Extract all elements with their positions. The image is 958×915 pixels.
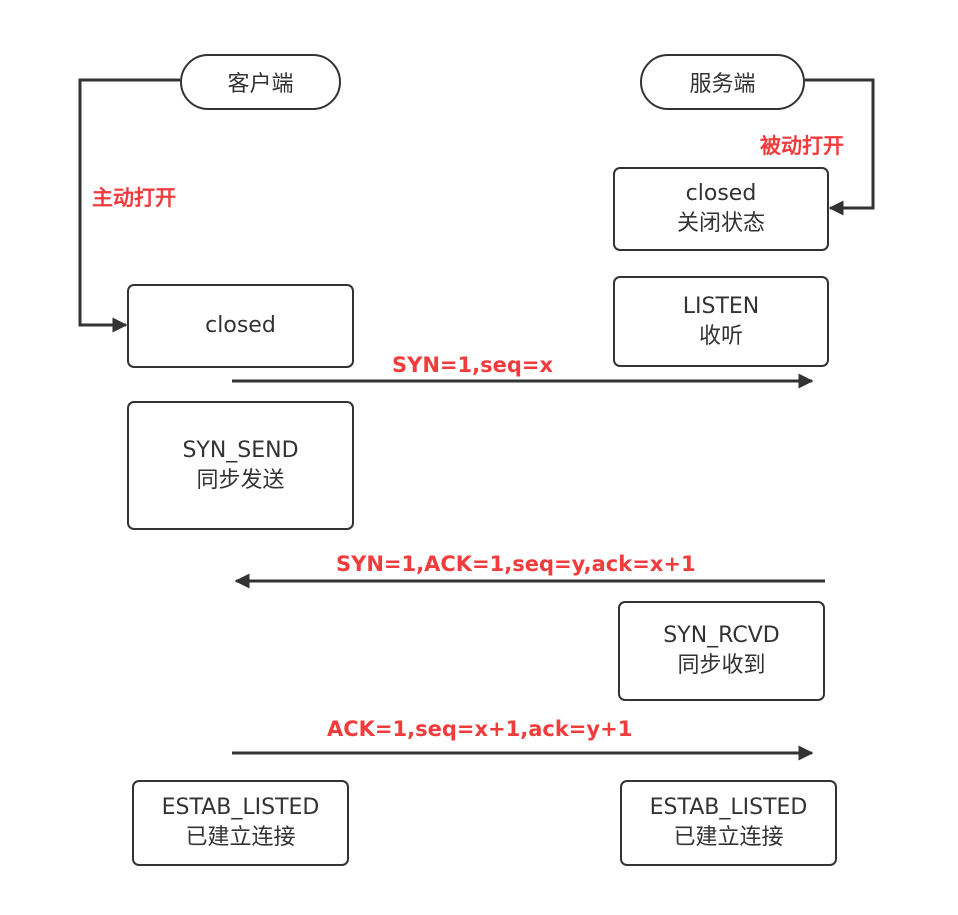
client-syn-send-line1: SYN_SEND xyxy=(182,437,299,463)
server-listen-state: LISTEN 收听 xyxy=(613,276,829,367)
client-established-line1: ESTAB_LISTED xyxy=(161,795,320,820)
client-open-arrow xyxy=(78,78,180,333)
client-closed-state: closed xyxy=(127,284,354,368)
server-syn-rcvd-state: SYN_RCVD 同步收到 xyxy=(618,601,825,701)
server-syn-rcvd-line1: SYN_RCVD xyxy=(663,623,780,648)
syn-label: SYN=1,seq=x xyxy=(392,353,554,377)
server-title: 服务端 xyxy=(640,54,805,110)
server-open-arrow xyxy=(805,78,875,216)
server-closed-line2: 关闭状态 xyxy=(676,211,765,236)
server-established-line2: 已建立连接 xyxy=(673,825,784,850)
client-established-line2: 已建立连接 xyxy=(185,825,296,850)
client-open-label: 主动打开 xyxy=(92,186,176,210)
client-closed-line1: closed xyxy=(205,313,276,338)
server-established-state: ESTAB_LISTED 已建立连接 xyxy=(620,780,837,866)
ack-label: ACK=1,seq=x+1,ack=y+1 xyxy=(327,717,633,741)
server-listen-line2: 收听 xyxy=(698,323,743,349)
server-established-line1: ESTAB_LISTED xyxy=(649,795,808,820)
server-syn-rcvd-line2: 同步收到 xyxy=(677,653,766,678)
server-title-text: 服务端 xyxy=(689,72,756,97)
server-open-label: 被动打开 xyxy=(760,134,844,158)
client-established-state: ESTAB_LISTED 已建立连接 xyxy=(132,780,349,866)
server-closed-line1: closed xyxy=(685,181,757,206)
client-syn-send-line2: 同步发送 xyxy=(196,467,285,493)
client-title-text: 客户端 xyxy=(227,72,294,97)
client-syn-send-state: SYN_SEND 同步发送 xyxy=(127,401,354,530)
client-title: 客户端 xyxy=(180,54,341,110)
server-closed-state: closed 关闭状态 xyxy=(613,167,829,251)
syn-ack-label: SYN=1,ACK=1,seq=y,ack=x+1 xyxy=(336,552,696,576)
server-listen-line1: LISTEN xyxy=(682,293,760,319)
